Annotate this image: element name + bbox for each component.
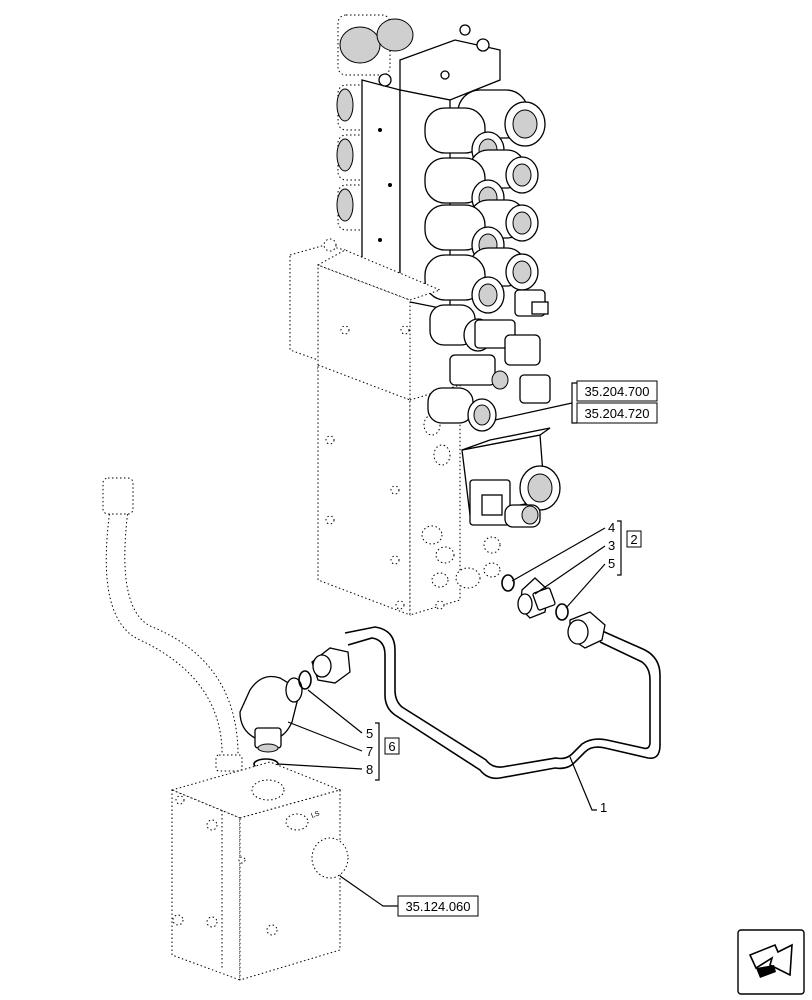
rear-solenoid-stack xyxy=(336,14,414,231)
reference-35-204-700: 35.204.700 xyxy=(576,380,658,402)
callout-2-box: 2 xyxy=(626,530,642,548)
reference-label: 35.124.060 xyxy=(405,899,470,914)
proportional-solenoid-valve xyxy=(461,427,561,528)
elbow-fitting-7 xyxy=(239,675,303,753)
callout-3: 3 xyxy=(608,538,615,553)
adapter-fitting-3 xyxy=(517,577,556,619)
reference-label: 35.204.720 xyxy=(584,406,649,421)
solenoid-coil xyxy=(469,247,539,291)
callout-7: 7 xyxy=(366,744,373,759)
callout-4: 4 xyxy=(608,520,615,535)
reference-label: 35.204.700 xyxy=(584,384,649,399)
hydraulic-pipe xyxy=(311,611,661,780)
connector-plug xyxy=(514,289,549,317)
hose xyxy=(102,477,243,772)
callout-5-lower: 5 xyxy=(366,726,373,741)
callout-8: 8 xyxy=(366,762,373,777)
callout-6-box: 6 xyxy=(384,737,400,755)
svg-text:LS: LS xyxy=(310,810,321,820)
callout-2: 2 xyxy=(630,532,637,547)
o-ring-4 xyxy=(501,574,515,592)
solenoid-coil xyxy=(424,254,505,314)
lower-valve-section xyxy=(317,364,501,616)
valve-cartridges xyxy=(427,304,551,432)
upper-valve-body xyxy=(361,24,501,311)
navigation-arrow-icon[interactable] xyxy=(737,929,805,995)
callout-6: 6 xyxy=(388,739,395,754)
o-ring-5-upper xyxy=(555,603,569,621)
control-valve-assembly xyxy=(289,14,561,616)
reference-35-204-720: 35.204.720 xyxy=(576,402,658,424)
callout-5-upper: 5 xyxy=(608,556,615,571)
pipe-nut-lower xyxy=(311,647,351,684)
o-ring-5-lower xyxy=(298,670,312,690)
pipe-nut-upper xyxy=(567,611,606,649)
reference-35-124-060: 35.124.060 xyxy=(397,895,479,917)
solenoid-coils xyxy=(424,89,549,317)
hose-end-fitting xyxy=(102,477,134,515)
lower-valve-block: LS xyxy=(170,761,349,981)
callout-1: 1 xyxy=(600,800,607,815)
